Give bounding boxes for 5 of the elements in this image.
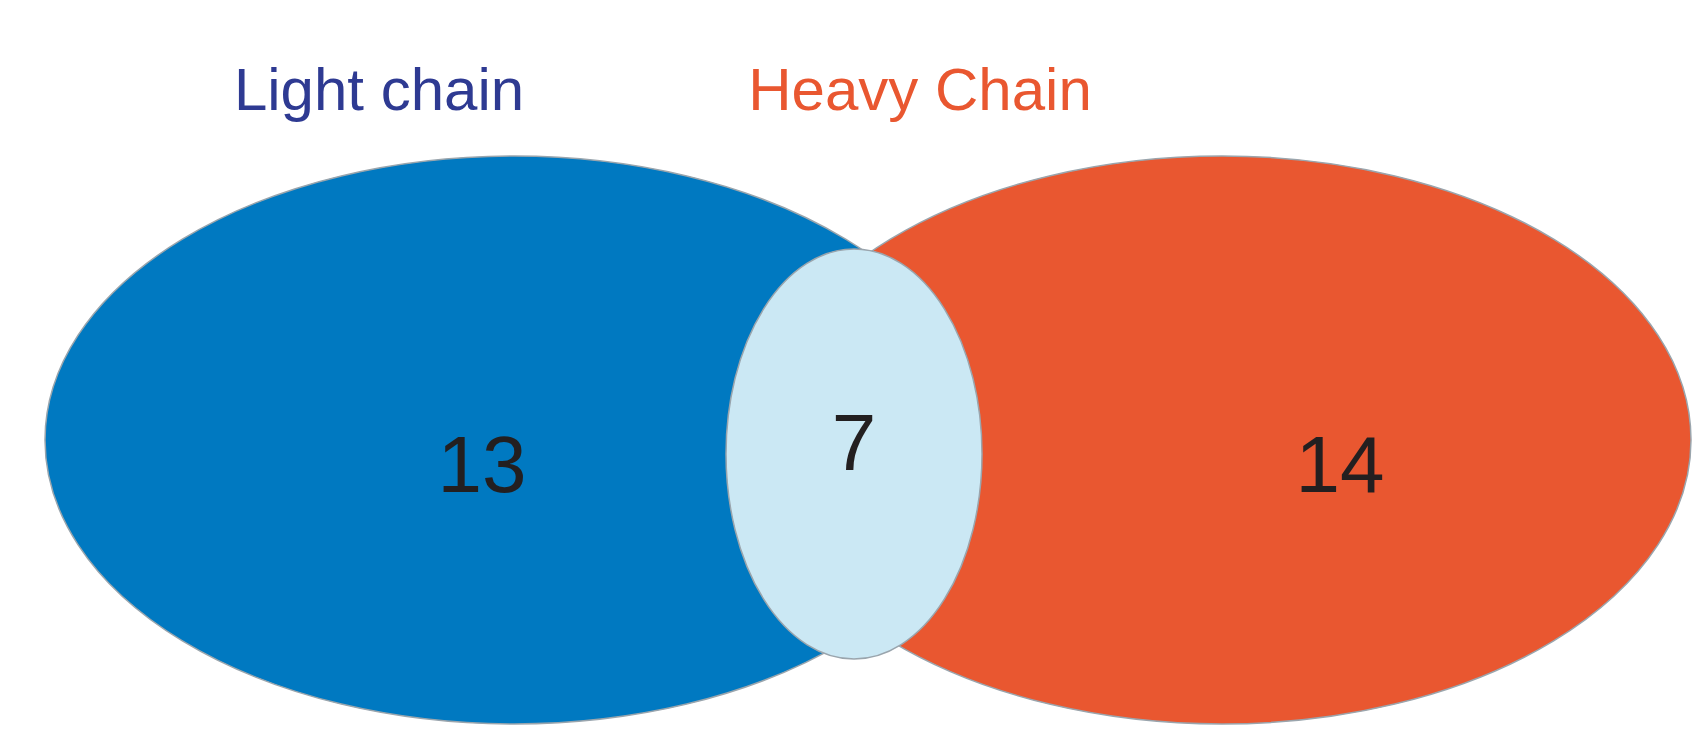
- count-label: 14: [1295, 425, 1385, 505]
- set-title: Light chain: [233, 60, 525, 120]
- count-label: 13: [437, 425, 527, 505]
- count-label: 7: [831, 403, 877, 483]
- set-title: Heavy Chain: [748, 60, 1092, 120]
